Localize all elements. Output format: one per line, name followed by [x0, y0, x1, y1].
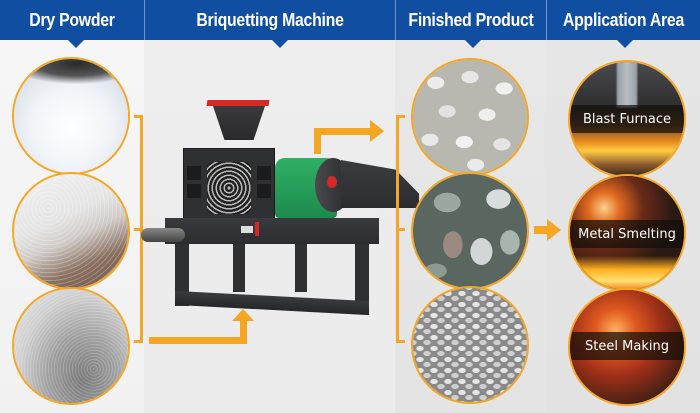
header-bar: Dry Powder Briquetting Machine Finished …: [0, 0, 700, 40]
arrow-up-icon: [232, 309, 254, 321]
header-divider: [546, 0, 547, 40]
application-label: Blast Furnace: [570, 105, 684, 133]
finished-product-image-3: [411, 286, 529, 404]
bracket-tick: [396, 228, 405, 231]
arrow-right-icon: [370, 120, 384, 142]
application-metal-smelting: Metal Smelting: [568, 174, 686, 292]
application-label: Steel Making: [570, 332, 684, 360]
application-steel-making: Steel Making: [568, 288, 686, 406]
header-divider: [144, 0, 145, 40]
header-application-area: Application Area: [562, 9, 685, 30]
header-pointer: [68, 40, 84, 48]
flow-arrow-shaft: [534, 226, 548, 234]
header-pointer: [272, 40, 288, 48]
flow-arrow-shaft: [240, 320, 247, 344]
flow-arrow-shaft: [314, 128, 370, 135]
header-divider: [395, 0, 396, 40]
finished-product-image-2: [411, 172, 529, 290]
flow-arrow-shaft: [149, 337, 247, 344]
bracket-tick: [134, 228, 143, 231]
header-pointer: [465, 40, 481, 48]
finished-product-image-1: [411, 58, 529, 176]
dry-powder-image-3: [12, 287, 130, 405]
arrow-right-icon: [547, 219, 561, 241]
header-dry-powder: Dry Powder: [29, 9, 115, 30]
dry-powder-image-1: [12, 57, 130, 175]
briquetting-machine-image: [141, 100, 419, 320]
application-label: Metal Smelting: [570, 220, 684, 248]
header-briquetting-machine: Briquetting Machine: [196, 9, 344, 30]
header-pointer: [617, 40, 633, 48]
dry-powder-image-2: [12, 172, 130, 290]
header-finished-product: Finished Product: [408, 9, 534, 30]
application-blast-furnace: Blast Furnace: [568, 60, 686, 178]
flow-arrow-shaft: [314, 128, 321, 154]
